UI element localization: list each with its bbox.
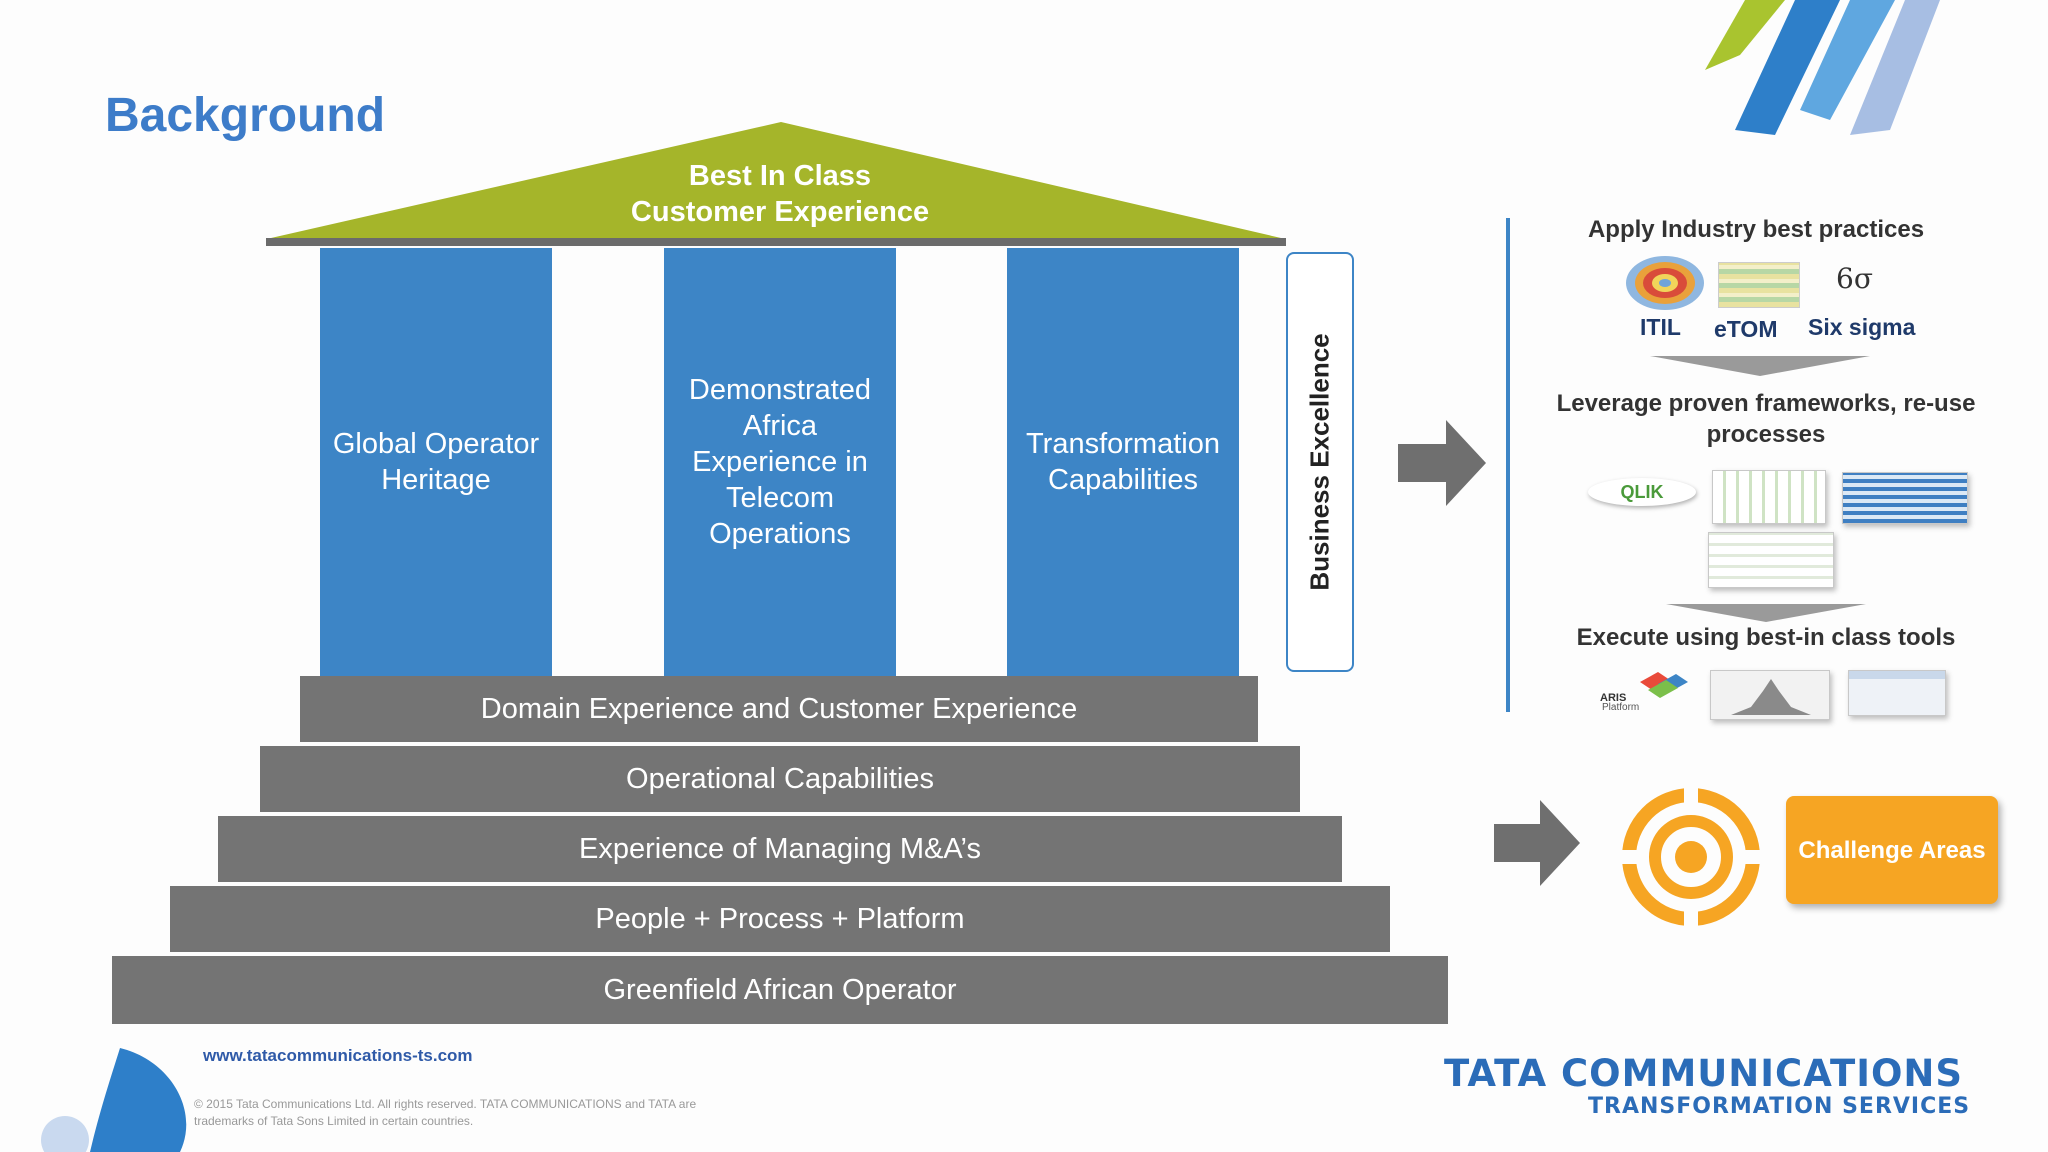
arrow-right-icon bbox=[1494, 800, 1580, 886]
step-people-process-platform: People + Process + Platform bbox=[170, 886, 1390, 952]
heading-tools: Execute using best-in class tools bbox=[1576, 624, 1956, 651]
roof-line-1: Best In Class bbox=[688, 160, 872, 192]
aris-shapes-icon bbox=[1640, 672, 1688, 698]
footer-copyright: © 2015 Tata Communications Ltd. All righ… bbox=[194, 1097, 697, 1128]
arrow-right-icon bbox=[1398, 420, 1486, 506]
histogram-icon bbox=[1731, 679, 1811, 715]
framework-six-sigma: Six sigma bbox=[1808, 314, 1916, 340]
decorative-corner-shape bbox=[41, 1048, 187, 1152]
aris-logo-icon: ARIS Platform bbox=[1596, 670, 1696, 714]
step-label: Experience of Managing M&A’s bbox=[579, 832, 981, 865]
process-flow-thumbnail bbox=[1708, 532, 1834, 588]
histogram-thumbnail bbox=[1710, 670, 1830, 720]
decorative-stripes bbox=[1705, 0, 1940, 135]
step-label: Operational Capabilities bbox=[626, 762, 934, 795]
target-icon bbox=[1620, 786, 1762, 928]
qlik-logo-text: QLIK bbox=[1620, 481, 1664, 502]
heading-best-practices: Apply Industry best practices bbox=[1587, 216, 1925, 243]
footer-url[interactable]: www.tatacommunications-ts.com bbox=[203, 1046, 473, 1065]
framework-itil: ITIL bbox=[1640, 314, 1681, 340]
process-chart-thumbnail bbox=[1712, 470, 1826, 524]
itil-wheel-icon bbox=[1626, 256, 1704, 310]
pillar-label: Transformation Capabilities bbox=[1026, 428, 1220, 496]
slide-title: Background bbox=[105, 89, 386, 142]
challenge-areas-button[interactable]: Challenge Areas bbox=[1786, 796, 1998, 904]
aris-logo-sub: Platform bbox=[1602, 702, 1640, 713]
pillar-transformation-capabilities: Transformation Capabilities bbox=[1007, 248, 1239, 676]
challenge-areas-label: Challenge Areas bbox=[1798, 836, 1986, 864]
pillar-global-operator-heritage: Global Operator Heritage bbox=[320, 248, 552, 676]
pillar-label: Global Operator Heritage bbox=[332, 428, 540, 496]
heading-frameworks: Leverage proven frameworks, re-use proce… bbox=[1556, 390, 1976, 448]
brand-logo-line2: TRANSFORMATION SERVICES bbox=[1588, 1094, 1971, 1119]
step-greenfield-operator: Greenfield African Operator bbox=[112, 956, 1448, 1024]
roof bbox=[266, 122, 1286, 246]
pillar-africa-experience: Demonstrated Africa Experience in Teleco… bbox=[664, 248, 896, 676]
panel-divider bbox=[1506, 218, 1510, 712]
step-managing-ma: Experience of Managing M&A’s bbox=[218, 816, 1342, 882]
framework-etom: eTOM bbox=[1714, 316, 1778, 342]
aris-logo-text: ARIS bbox=[1600, 692, 1627, 704]
pillar-label: Demonstrated Africa Experience in Teleco… bbox=[688, 374, 872, 550]
etom-diagram-icon bbox=[1718, 262, 1800, 308]
step-operational-capabilities: Operational Capabilities bbox=[260, 746, 1300, 812]
process-grid-thumbnail bbox=[1842, 472, 1968, 524]
roof-title: Best In Class Customer Experience bbox=[520, 158, 1040, 230]
chevron-down-icon bbox=[1666, 604, 1866, 622]
brand-logo-line1: TATA COMMUNICATIONS bbox=[1444, 1052, 1964, 1095]
roof-line-2: Customer Experience bbox=[630, 196, 930, 228]
business-excellence-box bbox=[1286, 252, 1354, 672]
business-excellence-label: Business Excellence bbox=[1304, 333, 1335, 591]
tool-window-thumbnail bbox=[1848, 670, 1946, 716]
chevron-down-icon bbox=[1650, 356, 1870, 376]
step-domain-experience: Domain Experience and Customer Experienc… bbox=[300, 676, 1258, 742]
qlik-logo-icon: QLIK bbox=[1588, 478, 1696, 506]
step-label: People + Process + Platform bbox=[595, 902, 965, 935]
step-label: Greenfield African Operator bbox=[603, 973, 957, 1006]
six-sigma-icon: 6σ bbox=[1836, 262, 1873, 295]
step-label: Domain Experience and Customer Experienc… bbox=[480, 692, 1078, 725]
